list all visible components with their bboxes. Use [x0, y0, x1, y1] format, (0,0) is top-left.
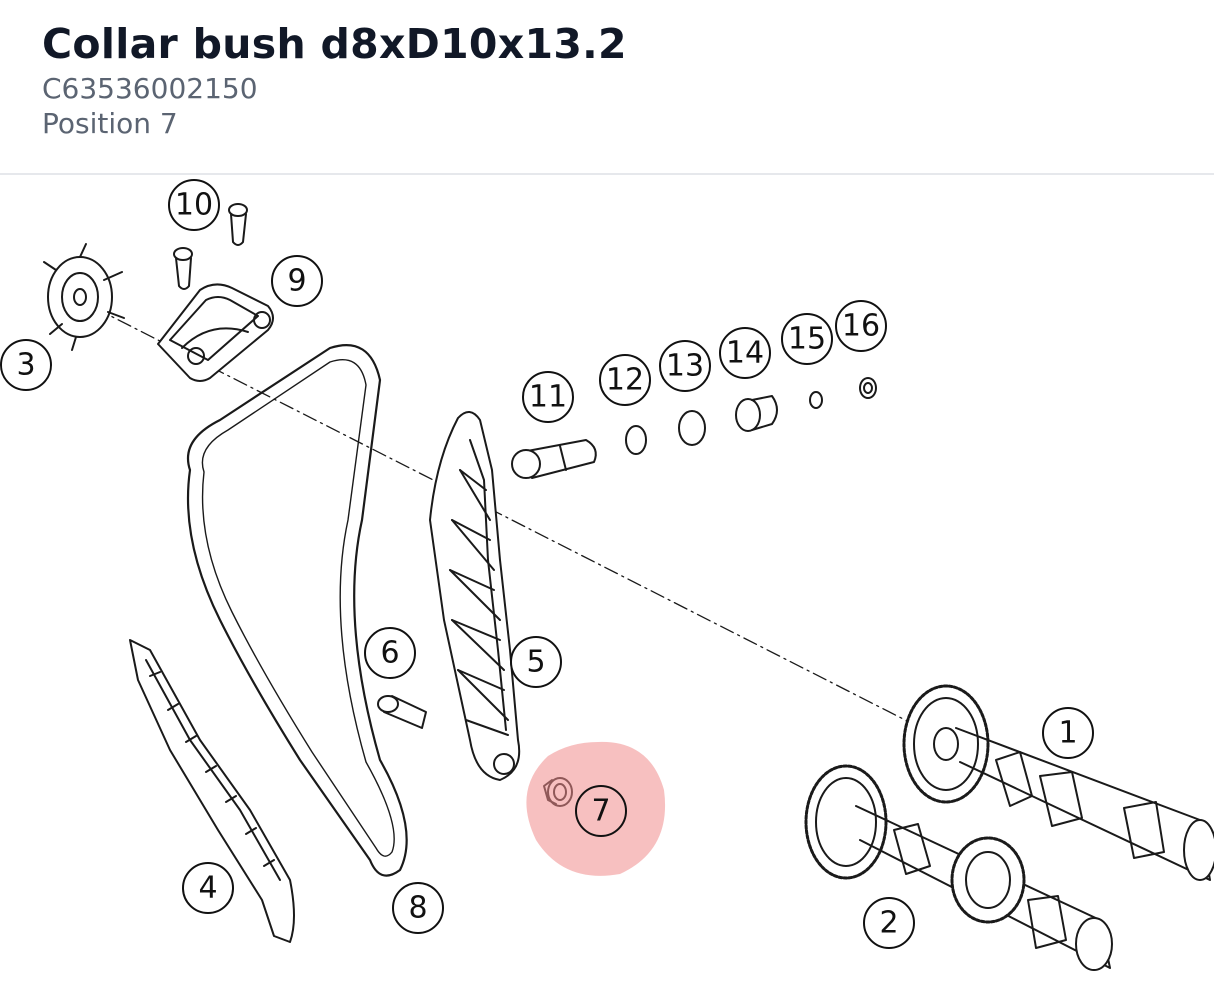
callout-label[interactable]: 13	[666, 349, 704, 384]
callout-label[interactable]: 6	[380, 636, 399, 671]
callout-circle-5	[510, 636, 562, 688]
callout-label[interactable]: 15	[788, 322, 826, 357]
part-number: C63536002150	[42, 72, 258, 105]
axis-line	[94, 307, 916, 726]
part-1-camshaft	[902, 684, 1214, 881]
part-3-sensor-wheel	[43, 243, 125, 351]
callout-circle-16	[835, 300, 887, 352]
callout-label[interactable]: 12	[606, 363, 644, 398]
callout-circle-4	[182, 862, 234, 914]
callout-circle-12	[599, 354, 651, 406]
part-header: Collar bush d8xD10x13.2 C63536002150 Pos…	[0, 0, 1214, 175]
part-4-guide-rail	[129, 639, 295, 943]
callout-label[interactable]: 8	[408, 891, 427, 926]
callout-circle-2	[863, 897, 915, 949]
callout-label[interactable]: 16	[842, 309, 880, 344]
part-2-camshaft	[804, 764, 1113, 971]
callout-circle-11	[522, 371, 574, 423]
callout-circle-9	[271, 255, 323, 307]
part-10-bolts	[173, 203, 248, 290]
part-14-screw-plug	[735, 395, 778, 432]
part-6-bolt	[377, 695, 427, 729]
part-13-ring	[678, 410, 706, 446]
callout-label[interactable]: 4	[198, 871, 217, 906]
callout-circle-15	[781, 313, 833, 365]
callout-label[interactable]: 9	[287, 264, 306, 299]
part-5-tensioning-rail	[429, 411, 521, 781]
part-title: Collar bush d8xD10x13.2	[42, 20, 627, 68]
callout-circle-13	[659, 340, 711, 392]
callout-label[interactable]: 1	[1058, 716, 1077, 751]
callout-group	[0, 179, 1094, 949]
highlight-position-7	[526, 741, 666, 876]
part-9-bridge	[157, 283, 274, 382]
part-position: Position 7	[42, 107, 178, 140]
callout-label[interactable]: 2	[879, 906, 898, 941]
part-15-ring	[809, 391, 823, 409]
callout-circle-7	[575, 785, 627, 837]
callout-circle-8	[392, 882, 444, 934]
part-12-ring	[625, 425, 647, 455]
exploded-diagram: 1 2 3 4 5 6 7 8 9 10 11 12 13 14 15 16	[0, 176, 1214, 990]
callout-circle-10	[168, 179, 220, 231]
part-8-timing-chain	[186, 343, 408, 877]
part-16-plug	[859, 377, 877, 399]
callout-label[interactable]: 5	[526, 645, 545, 680]
callout-circle-6	[364, 627, 416, 679]
part-11-tensioner	[511, 439, 597, 479]
callout-label[interactable]: 14	[726, 336, 764, 371]
callout-circle-14	[719, 327, 771, 379]
callout-label[interactable]: 11	[529, 380, 567, 415]
callout-label-selected[interactable]: 7	[591, 794, 610, 829]
diagram-canvas: 1 2 3 4 5 6 7 8 9 10 11 12 13 14 15 16	[0, 179, 1214, 971]
callout-label[interactable]: 10	[175, 188, 213, 223]
callout-label[interactable]: 3	[16, 348, 35, 383]
callout-labels: 1 2 3 4 5 6 7 8 9 10 11 12 13 14 15 16	[16, 188, 1077, 941]
callout-circle-3	[0, 339, 52, 391]
callout-circle-1	[1042, 707, 1094, 759]
